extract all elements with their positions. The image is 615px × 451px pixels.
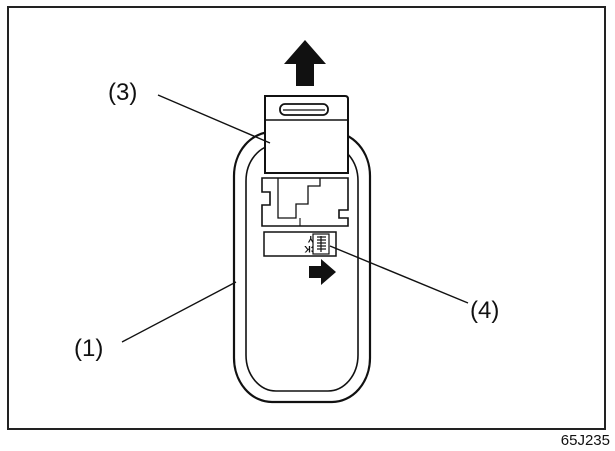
leader-line-3 — [157, 94, 271, 144]
callout-emergency-key: (3) — [108, 79, 137, 106]
leader-line-1 — [121, 281, 237, 343]
callout-release-knob: (4) — [470, 297, 499, 324]
arrow-right-icon — [309, 259, 336, 285]
key-slot — [261, 177, 349, 227]
release-knob — [312, 233, 330, 255]
callout-fob-case: (1) — [74, 335, 103, 362]
emergency-key — [264, 95, 349, 174]
leader-line-4 — [329, 245, 469, 304]
figure-id: 65J235 — [560, 432, 610, 449]
leader-lines — [121, 94, 469, 343]
label-panel: LOCK KEY — [263, 231, 337, 257]
arrow-up-icon — [284, 40, 326, 86]
